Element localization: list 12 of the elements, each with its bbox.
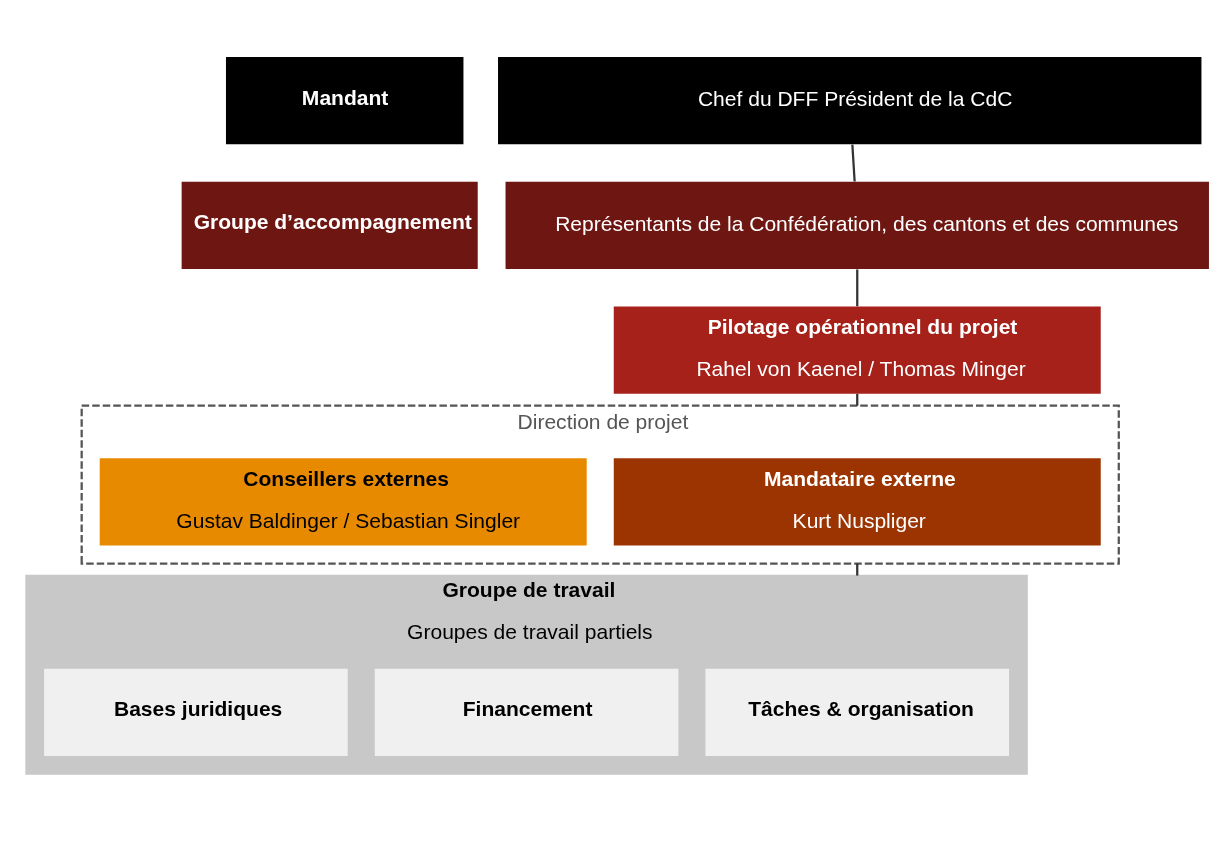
node-box: Financement	[374, 668, 679, 756]
node-box: Groupe d’accompagnement	[181, 181, 478, 269]
node-box: Mandant	[225, 57, 464, 145]
node-box: Conseillers externes Gustav Baldinger / Sebastian Singler	[99, 458, 587, 546]
connector	[851, 144, 856, 182]
connector	[856, 269, 859, 307]
node-box: Bases juridiques	[44, 668, 348, 756]
node-box: Représentants de la Confédération, des cantons et des communes	[505, 181, 1209, 269]
node-box: Mandataire externe Kurt Nuspliger	[613, 458, 1101, 546]
node-box: Tâches & organisation	[705, 668, 1010, 756]
node-box: Chef du DFF Président de la CdC	[498, 57, 1202, 145]
node-box: Pilotage opérationnel du projet Rahel von Kaenel / Thomas Minger	[613, 306, 1101, 394]
